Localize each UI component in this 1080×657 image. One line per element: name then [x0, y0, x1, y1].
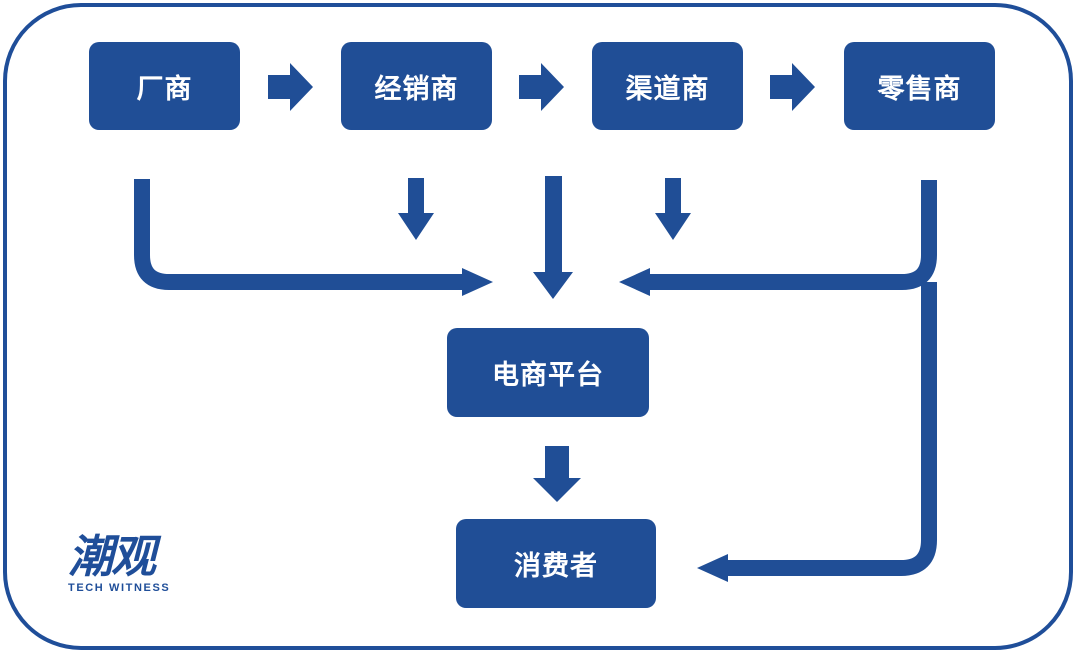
node-ecommerce: 电商平台 [447, 328, 649, 417]
node-manufacturer: 厂商 [89, 42, 240, 130]
node-manufacturer-label: 厂商 [136, 73, 193, 105]
arrowhead-retailer-ecommerce [619, 268, 650, 296]
arrow-channel-down [655, 178, 691, 240]
node-channel: 渠道商 [592, 42, 743, 130]
path-retailer-to-ecommerce [646, 180, 937, 290]
arrowhead-manufacturer [462, 268, 493, 296]
node-distributor-label: 经销商 [374, 73, 459, 105]
arrow-distributor-down [398, 178, 434, 240]
arrow-channel-to-retailer [770, 63, 815, 111]
arrow-center-down [533, 176, 573, 299]
brand-logo: 潮观 TECH WITNESS [68, 530, 178, 595]
node-ecommerce-label: 电商平台 [492, 360, 604, 391]
node-consumer: 消费者 [456, 519, 656, 608]
arrow-manufacturer-to-distributor [268, 63, 313, 111]
node-consumer-label: 消费者 [514, 551, 598, 582]
node-channel-label: 渠道商 [625, 73, 710, 105]
diagram-frame [3, 3, 1073, 650]
node-retailer-label: 零售商 [877, 73, 962, 105]
logo-title: 潮观 [68, 530, 156, 583]
arrow-ecommerce-to-consumer [533, 446, 581, 502]
arrow-distributor-to-channel [519, 63, 564, 111]
arrowhead-retailer-consumer [697, 554, 728, 582]
path-manufacturer-to-ecommerce [134, 179, 464, 290]
path-retailer-to-consumer [724, 282, 937, 576]
node-retailer: 零售商 [844, 42, 995, 130]
node-distributor: 经销商 [341, 42, 492, 130]
logo-subtitle: TECH WITNESS [68, 582, 171, 594]
